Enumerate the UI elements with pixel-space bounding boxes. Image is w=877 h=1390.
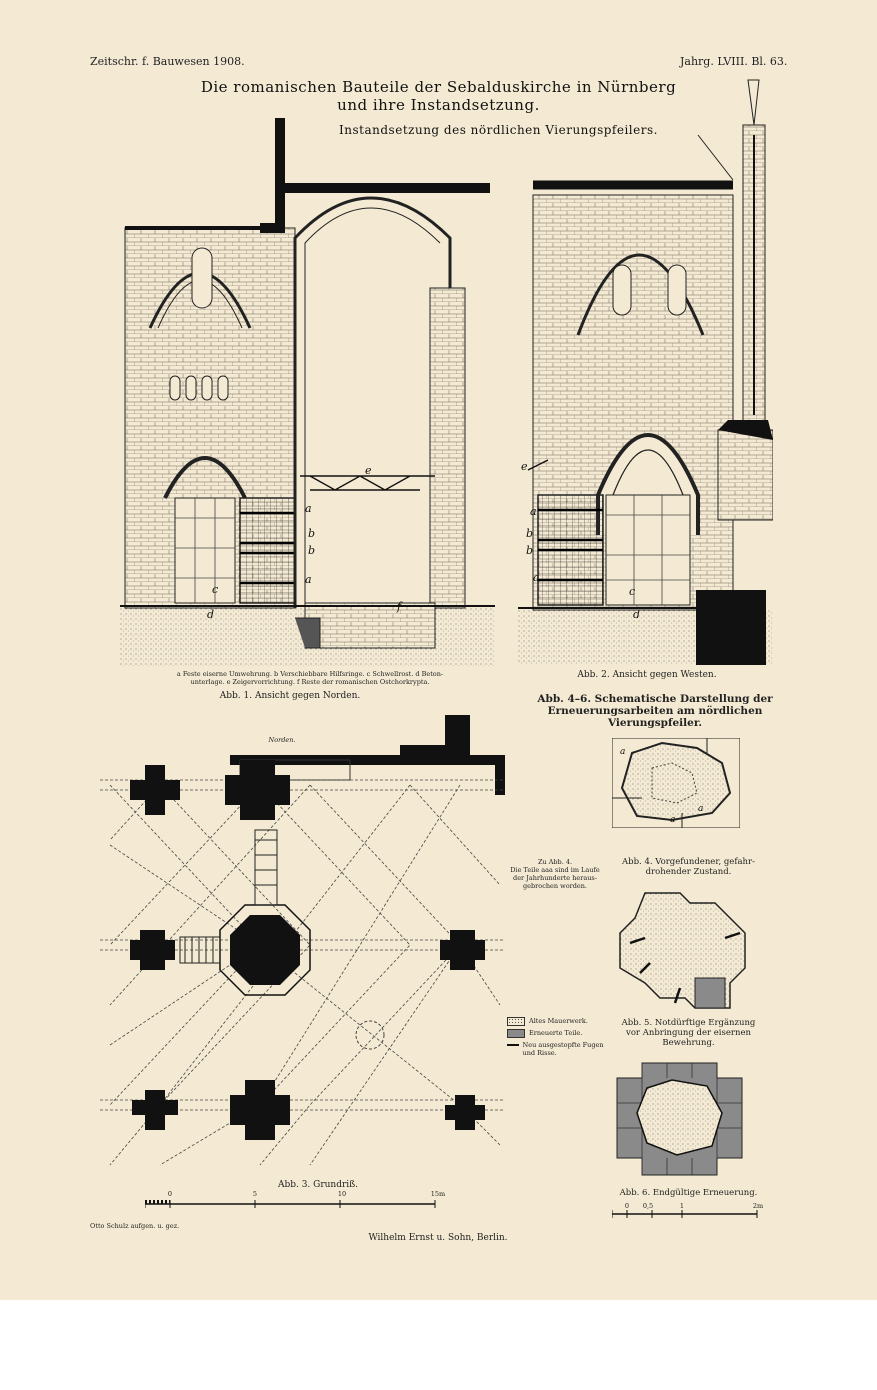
fig46-scale-bar	[612, 1210, 758, 1218]
fig2-label-b1: b	[526, 527, 534, 540]
bottom-margin	[0, 1300, 877, 1390]
fig1-label-b1: b	[308, 527, 316, 540]
legend-joints-label: Neu ausgestopfte Fugen und Risse.	[522, 1041, 604, 1057]
fig2-west-elevation	[518, 79, 773, 665]
fig46-heading-line1: Abb. 4–6. Schematische Darstellung der	[537, 693, 773, 705]
fig2-caption: Abb. 2. Ansicht gegen Westen.	[577, 670, 717, 680]
author-credit: Otto Schulz aufgen. u. gez.	[90, 1222, 180, 1230]
fig4-note-line4: gebrochen worden.	[523, 882, 587, 890]
fig4-found-state	[612, 738, 740, 828]
fig1-legend: a Feste eiserne Umwehrung. b Verschiebba…	[150, 670, 470, 686]
fig4-caption-line1: Abb. 4. Vorgefundener, gefahr-	[622, 857, 755, 867]
fig2-label-b2: b	[526, 544, 534, 557]
fig4-label-a2: a	[698, 804, 704, 814]
swatch-renewed	[507, 1029, 525, 1038]
fig3-scale-15: 15m	[430, 1190, 446, 1198]
fig3-scale-10: 10	[337, 1190, 347, 1198]
fig1-label-a1: a	[305, 502, 312, 515]
fig3-scale-5: 5	[252, 1190, 258, 1198]
fig5-provisional-repair	[619, 892, 746, 1009]
fig2-label-a1: a	[530, 505, 537, 518]
swatch-old-masonry	[507, 1017, 525, 1026]
fig3-ground-plan	[100, 715, 505, 1166]
fig5-caption-line2: vor Anbringung der eisernen	[626, 1028, 751, 1038]
fig46-scale-0: 0	[624, 1202, 630, 1210]
fig6-caption: Abb. 6. Endgültige Erneuerung.	[619, 1188, 758, 1198]
joint-symbol-icon	[507, 1044, 519, 1046]
publisher-line: Wilhelm Ernst u. Sohn, Berlin.	[368, 1233, 508, 1243]
page-subtitle: Instandsetzung des nördlichen Vierungspf…	[339, 123, 658, 137]
fig4-caption-line2: drohender Zustand.	[645, 867, 732, 877]
fig1-north-elevation	[120, 118, 495, 666]
fig2-label-e: e	[521, 460, 528, 473]
page-title-line1: Die romanischen Bauteile der Sebalduskir…	[200, 78, 677, 96]
volume-label: Jahrg. LVIII. Bl. 63.	[680, 55, 788, 68]
legend-joints: Neu ausgestopfte Fugen und Risse.	[507, 1041, 607, 1057]
fig4-label-a3: a	[670, 815, 676, 825]
fig3-caption: Abb. 3. Grundriß.	[277, 1180, 359, 1190]
fig1-legend-line2: unterlage. e Zeigervorrichtung. f Reste …	[190, 678, 430, 686]
fig46-scale-2: 2m	[752, 1202, 764, 1210]
fig5-caption: Abb. 5. Notdürftige Ergänzung vor Anbrin…	[606, 1018, 771, 1048]
fig1-label-c: c	[212, 583, 219, 596]
fig46-scale-05: 0,5	[642, 1202, 654, 1210]
fig1-label-e: e	[365, 464, 372, 477]
legend-old-masonry-label: Altes Mauerwerk.	[529, 1017, 588, 1025]
fig1-label-d: d	[207, 608, 215, 621]
fig5-caption-line3: Bewehrung.	[662, 1038, 715, 1048]
legend-renewed: Erneuerte Teile.	[507, 1029, 582, 1038]
fig4-note-line3: der Jahrhunderte heraus-	[513, 874, 597, 882]
fig3-north-label: Norden.	[268, 736, 296, 744]
journal-label: Zeitschr. f. Bauwesen 1908.	[90, 55, 245, 68]
page-title-line2: und ihre Instandsetzung.	[337, 96, 540, 114]
fig2-label-d: d	[633, 608, 641, 621]
legend-renewed-label: Erneuerte Teile.	[529, 1029, 583, 1037]
fig1-legend-line1: a Feste eiserne Umwehrung. b Verschiebba…	[176, 670, 444, 678]
fig1-caption: Abb. 1. Ansicht gegen Norden.	[219, 691, 361, 701]
fig5-caption-line1: Abb. 5. Notdürftige Ergänzung	[621, 1018, 756, 1028]
fig46-heading-line3: Vierungspfeiler.	[607, 717, 703, 729]
fig1-label-a2: a	[305, 573, 312, 586]
fig3-scale-0: 0	[167, 1190, 173, 1198]
fig3-scale-bar	[145, 1200, 436, 1208]
fig4-label-a1: a	[620, 747, 626, 757]
fig2-label-c: c	[629, 585, 636, 598]
fig4-note: Zu Abb. 4. Die Teile aaa sind im Laufe d…	[505, 858, 605, 890]
fig4-note-line2: Die Teile aaa sind im Laufe	[510, 866, 600, 874]
fig46-heading: Abb. 4–6. Schematische Darstellung der E…	[535, 693, 775, 729]
fig4-note-line1: Zu Abb. 4.	[537, 858, 573, 866]
fig46-scale-1: 1	[679, 1202, 685, 1210]
fig1-label-b2: b	[308, 544, 316, 557]
fig4-caption: Abb. 4. Vorgefundener, gefahr- drohender…	[606, 857, 771, 877]
fig6-final-renewal	[616, 1062, 743, 1176]
fig46-heading-line2: Erneuerungsarbeiten am nördlichen	[547, 705, 763, 717]
fig2-label-a2: a	[533, 571, 540, 584]
legend-old-masonry: Altes Mauerwerk.	[507, 1017, 588, 1026]
fig1-label-f: f	[397, 600, 402, 613]
